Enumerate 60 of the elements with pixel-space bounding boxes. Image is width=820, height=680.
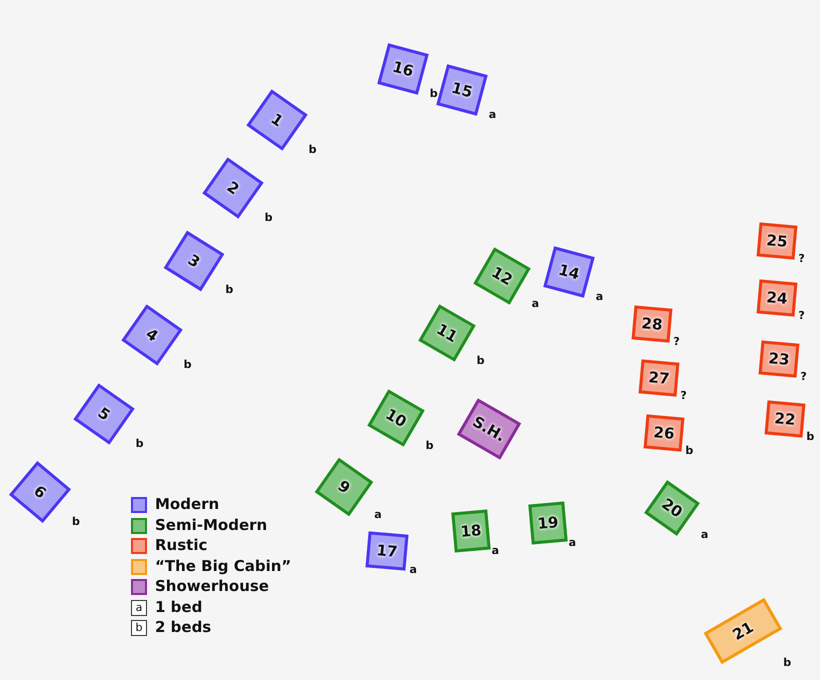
showerhouse-box: S.H.: [456, 398, 522, 460]
cabin-box: 2: [202, 157, 264, 219]
bed-count-letter: a: [492, 544, 500, 558]
cabin-box: 5: [73, 383, 135, 445]
cabin-box: 18: [451, 510, 491, 552]
cabin-box: 22: [764, 400, 806, 438]
legend-label: Modern: [155, 495, 220, 513]
cabin-box: 19: [528, 502, 568, 544]
cabin-box: 23: [758, 340, 800, 378]
bed-count-letter: a: [532, 296, 540, 310]
bed-count-letter: ?: [680, 388, 687, 402]
legend-label: 2 beds: [155, 618, 212, 636]
bed-count-letter: b: [685, 444, 694, 457]
bed-count-letter: b: [184, 358, 192, 371]
cabin-box: 11: [418, 304, 476, 362]
cabin-box: 4: [121, 304, 183, 366]
bed-count-letter: b: [136, 436, 144, 450]
cabin-box: 17: [366, 531, 408, 571]
legend-label: Semi-Modern: [155, 516, 268, 534]
cabin-box: 16: [377, 43, 429, 95]
bed-count-letter: a: [568, 536, 576, 550]
bed-count-letter: a: [374, 508, 382, 522]
bed-count-letter: b: [806, 430, 814, 443]
bed-count-letter: a: [700, 528, 708, 541]
cabin-box: 3: [164, 230, 224, 292]
cabin-box: 12: [473, 247, 531, 305]
cabin-box: 27: [638, 359, 680, 397]
bed-count-letter: a: [596, 290, 604, 303]
cabin-box: 21: [704, 598, 782, 664]
bed-count-letter: ?: [798, 252, 805, 265]
bed-count-letter: a: [409, 562, 417, 576]
bed-count-letter: b: [783, 656, 792, 670]
cabin-box: 14: [543, 246, 595, 298]
bed-count-letter: ?: [673, 334, 680, 348]
cabin-box: 26: [644, 414, 684, 452]
legend-label: “The Big Cabin”: [155, 556, 292, 574]
bed-count-letter: b: [476, 354, 485, 367]
legend-key-box: b: [131, 620, 147, 636]
cabin-box: 1: [246, 89, 308, 151]
bed-count-letter: b: [308, 142, 316, 156]
cabin-box: 28: [632, 305, 672, 343]
legend-label: Rustic: [155, 536, 208, 554]
bed-count-letter: b: [225, 283, 234, 296]
bed-count-letter: b: [430, 86, 438, 100]
cabin-box: 15: [436, 64, 488, 116]
cabin-box: 10: [367, 389, 425, 447]
cabin-box: 20: [644, 480, 700, 536]
bed-count-letter: b: [426, 438, 434, 452]
cabin-box: 25: [756, 222, 798, 260]
bed-count-letter: ?: [798, 308, 805, 322]
cabin-box: 9: [314, 458, 374, 516]
legend-label: Showerhouse: [155, 577, 269, 595]
bed-count-letter: b: [72, 514, 80, 528]
legend-label: 1 bed: [155, 598, 202, 616]
bed-count-letter: a: [488, 108, 496, 121]
bed-count-letter: ?: [800, 370, 807, 383]
bed-count-letter: b: [264, 210, 272, 224]
cabin-box: 24: [756, 279, 798, 317]
legend-key-box: a: [131, 600, 147, 616]
cabin-box: 6: [9, 461, 71, 523]
